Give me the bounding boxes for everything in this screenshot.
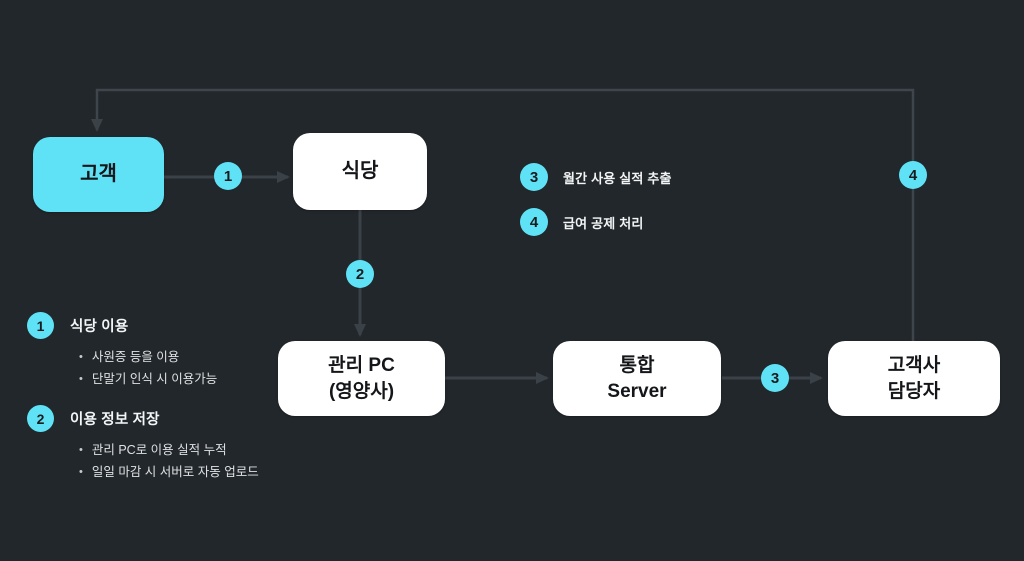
flow-badge-2: 2 bbox=[346, 260, 374, 288]
note-group-usage-info-save: 2 이용 정보 저장 관리 PC로 이용 실적 누적 일일 마감 시 서버로 자… bbox=[27, 405, 259, 484]
note-bullets-2: 관리 PC로 이용 실적 누적 일일 마감 시 서버로 자동 업로드 bbox=[79, 440, 259, 484]
legend-item-salary-deduction: 4 급여 공제 처리 bbox=[520, 208, 644, 236]
node-customer-label: 고객 bbox=[80, 163, 117, 186]
note-title-restaurant-use: 식당 이용 bbox=[70, 319, 129, 335]
note-bullet: 일일 마감 시 서버로 자동 업로드 bbox=[79, 462, 259, 484]
legend-text-salary-deduction: 급여 공제 처리 bbox=[563, 215, 644, 231]
legend-item-monthly-extract: 3 월간 사용 실적 추출 bbox=[520, 163, 672, 191]
note-bullet: 단말기 인식 시 이용가능 bbox=[79, 369, 217, 391]
note-title-usage-info-save: 이용 정보 저장 bbox=[70, 412, 160, 428]
flow-badge-4: 4 bbox=[899, 161, 927, 189]
node-client-manager-label: 고객사 담당자 bbox=[887, 355, 941, 402]
node-mgmt-pc-label: 관리 PC (영양사) bbox=[328, 355, 395, 402]
note-head-2: 2 이용 정보 저장 bbox=[27, 405, 259, 432]
note-bullets-1: 사원증 등을 이용 단말기 인식 시 이용가능 bbox=[79, 347, 217, 391]
note-group-restaurant-use: 1 식당 이용 사원증 등을 이용 단말기 인식 시 이용가능 bbox=[27, 312, 217, 391]
node-mgmt-pc: 관리 PC (영양사) bbox=[278, 341, 445, 416]
flow-badge-1: 1 bbox=[214, 162, 242, 190]
node-customer: 고객 bbox=[33, 137, 164, 212]
legend-badge-4: 4 bbox=[520, 208, 548, 236]
note-bullet: 사원증 등을 이용 bbox=[79, 347, 217, 369]
note-badge-1: 1 bbox=[27, 312, 54, 339]
node-client-manager: 고객사 담당자 bbox=[828, 341, 1000, 416]
node-server-label: 통합 Server bbox=[607, 355, 667, 402]
flow-badge-3: 3 bbox=[761, 364, 789, 392]
legend-badge-3: 3 bbox=[520, 163, 548, 191]
node-restaurant: 식당 bbox=[293, 133, 427, 210]
node-restaurant-label: 식당 bbox=[341, 160, 379, 183]
node-server: 통합 Server bbox=[553, 341, 721, 416]
note-bullet: 관리 PC로 이용 실적 누적 bbox=[79, 440, 259, 462]
note-head-1: 1 식당 이용 bbox=[27, 312, 217, 339]
arrow-clientmanager-to-customer bbox=[91, 88, 915, 341]
note-badge-2: 2 bbox=[27, 405, 54, 432]
legend-text-monthly-extract: 월간 사용 실적 추출 bbox=[563, 170, 672, 186]
